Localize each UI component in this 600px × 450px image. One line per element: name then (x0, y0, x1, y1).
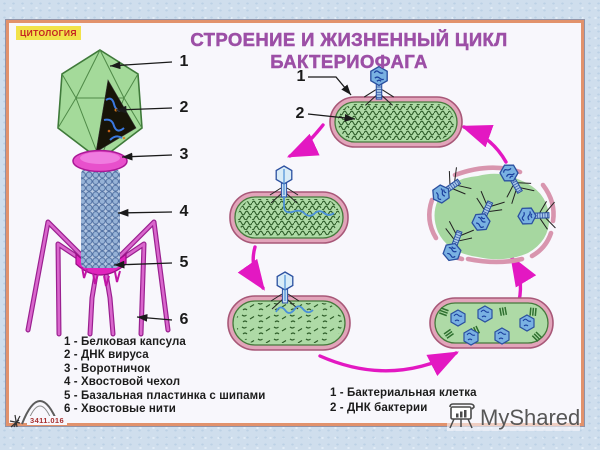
part-label-4: 4 (179, 203, 189, 220)
subject-badge: ЦИТОЛОГИЯ (16, 26, 81, 40)
legend-line: 2 - ДНК бактерии (330, 402, 428, 414)
catalog-number: 3411.016 (27, 416, 68, 425)
part-label-5: 5 (179, 254, 189, 271)
legend-line: 1 - Бактериальная клетка (330, 387, 477, 399)
cycle-label-2: 2 (295, 105, 305, 122)
cycle-legend: 1 - Бактериальная клетка 2 - ДНК бактери… (330, 386, 477, 416)
part-label-6: 6 (179, 311, 189, 328)
flipchart-icon (449, 403, 475, 429)
part-label-1: 1 (179, 53, 189, 70)
legend-line: 3 - Воротничок (64, 362, 151, 375)
legend-line: 5 - Базальная пластинка с шипами (64, 389, 266, 402)
part-label-2: 2 (179, 99, 189, 116)
legend-line: 6 - Хвостовые нити (64, 403, 176, 416)
legend-line: 1 - Белковая капсула (64, 336, 186, 348)
legend-line: 4 - Хвостовой чехол (64, 376, 181, 389)
legend-line: 2 - ДНК вируса (64, 349, 149, 362)
cycle-label-1: 1 (296, 68, 306, 85)
structure-legend: 1 - Белковая капсула 2 - ДНК вируса 3 - … (64, 336, 265, 416)
watermark: MyShared (447, 400, 581, 431)
part-label-3: 3 (179, 146, 189, 163)
watermark-label: MyShared (480, 405, 581, 430)
